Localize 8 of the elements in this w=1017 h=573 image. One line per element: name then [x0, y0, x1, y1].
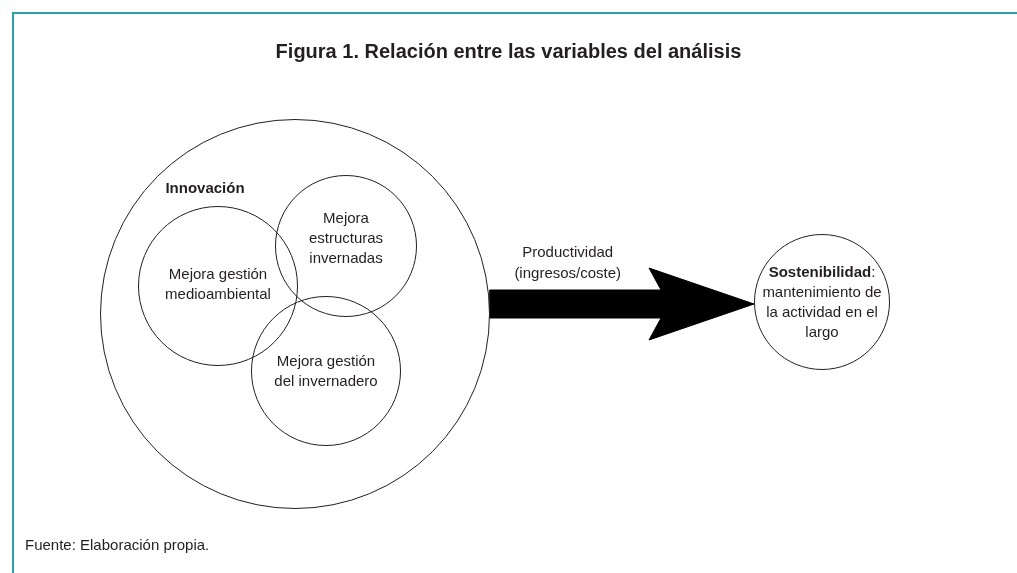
- source-note: Fuente: Elaboración propia.: [25, 536, 210, 553]
- arrow: [489, 267, 755, 341]
- node-label: Sostenibilidad: mantenimiento de la actividad en el largo: [761, 262, 883, 342]
- node-label: Mejora estructuras invernadas: [307, 208, 385, 268]
- node-label: Mejora gestión del invernadero: [273, 351, 379, 391]
- node-label: Mejora gestión medioambiental: [164, 264, 272, 304]
- group-heading: Innovación: [164, 178, 246, 198]
- figure-title: Figura 1. Relación entre las variables del análisis: [274, 40, 743, 63]
